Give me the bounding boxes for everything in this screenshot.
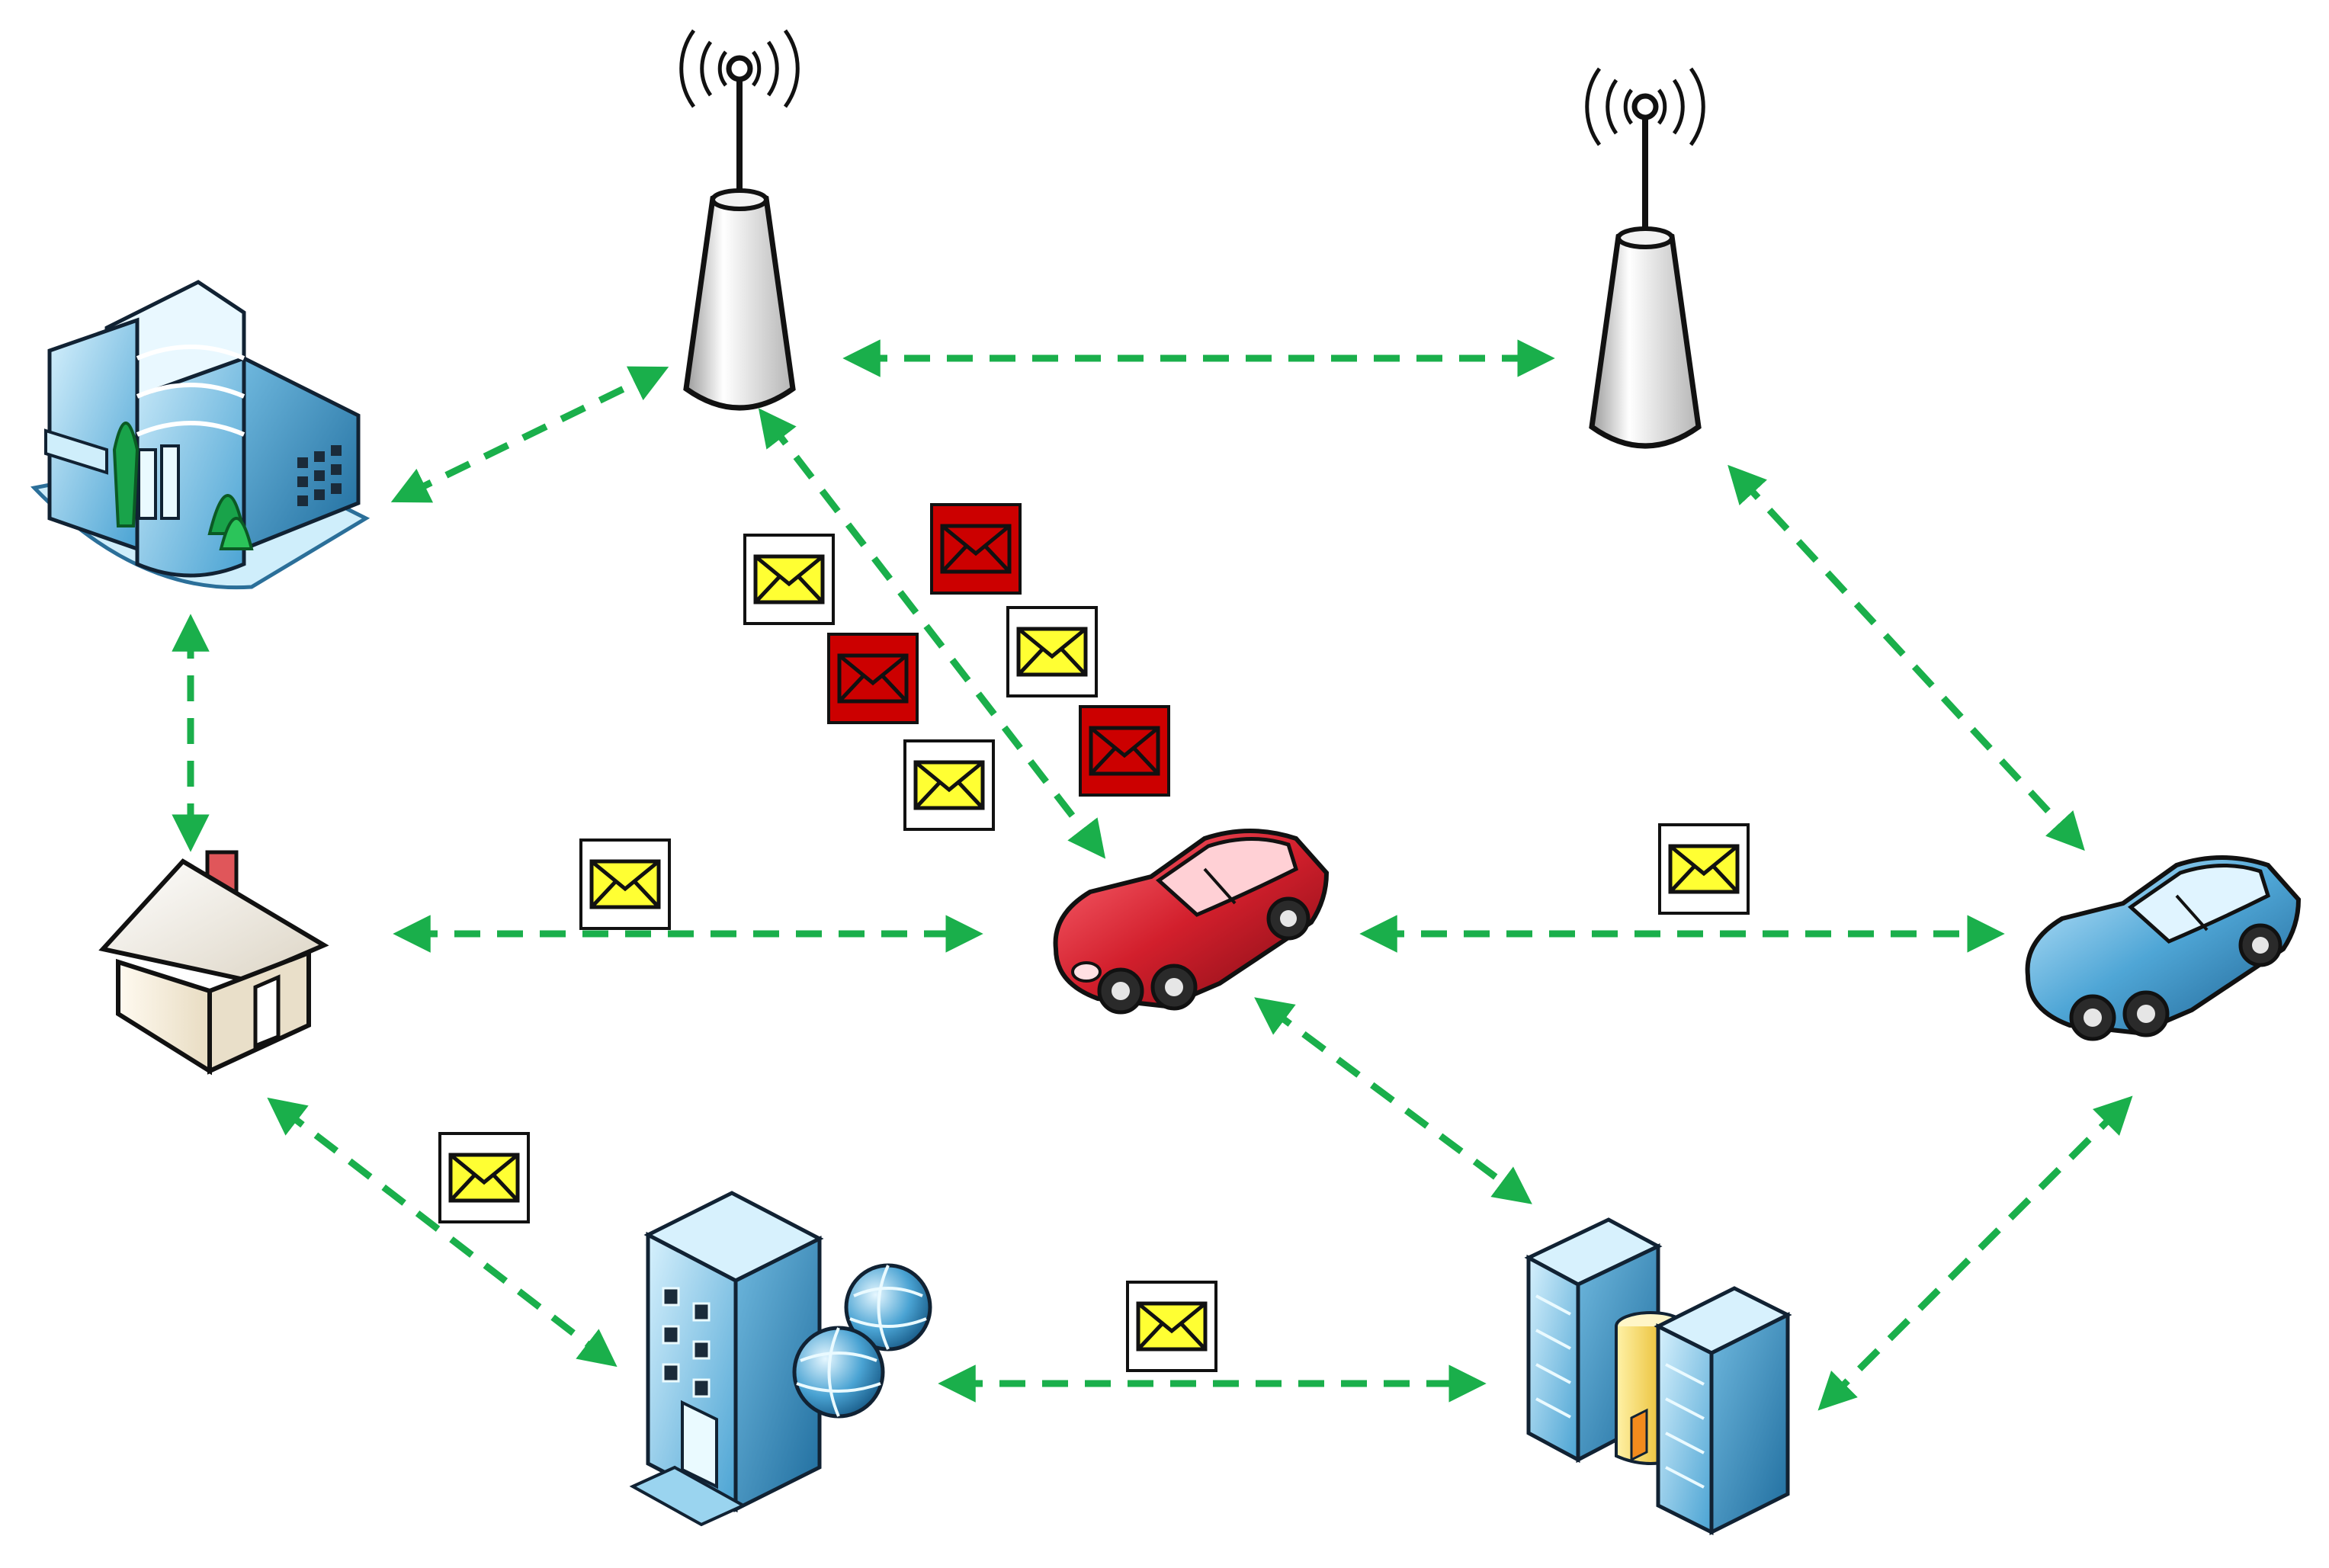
message-icon	[1006, 606, 1098, 697]
message-icon	[579, 839, 671, 930]
malicious-message-icon	[1079, 705, 1170, 797]
link-office-building-tower-left	[390, 366, 669, 503]
web-server-icon	[629, 1191, 932, 1527]
link-layer	[172, 339, 2133, 1411]
message-icon	[903, 739, 995, 831]
server-rack-icon	[1524, 1217, 1792, 1536]
link-data-center-blue-car	[1817, 1095, 2133, 1411]
message-icon	[1126, 1281, 1217, 1372]
message-icon	[743, 534, 835, 625]
malicious-message-icon	[827, 633, 919, 724]
cell-tower-icon	[679, 29, 800, 411]
link-red-car-data-center	[1254, 997, 1532, 1204]
link-house-web-server	[267, 1097, 618, 1368]
car-icon	[1053, 829, 1330, 1015]
office-building-icon	[30, 280, 371, 590]
cell-tower-icon	[1585, 67, 1705, 449]
message-layer	[438, 503, 1750, 1372]
message-icon	[438, 1132, 530, 1223]
car-icon	[2025, 855, 2302, 1041]
message-icon	[1658, 823, 1750, 915]
link-tower-left-red-car	[758, 408, 1106, 859]
house-icon	[98, 850, 329, 1076]
link-tower-right-blue-car	[1728, 464, 2085, 851]
malicious-message-icon	[930, 503, 1022, 595]
